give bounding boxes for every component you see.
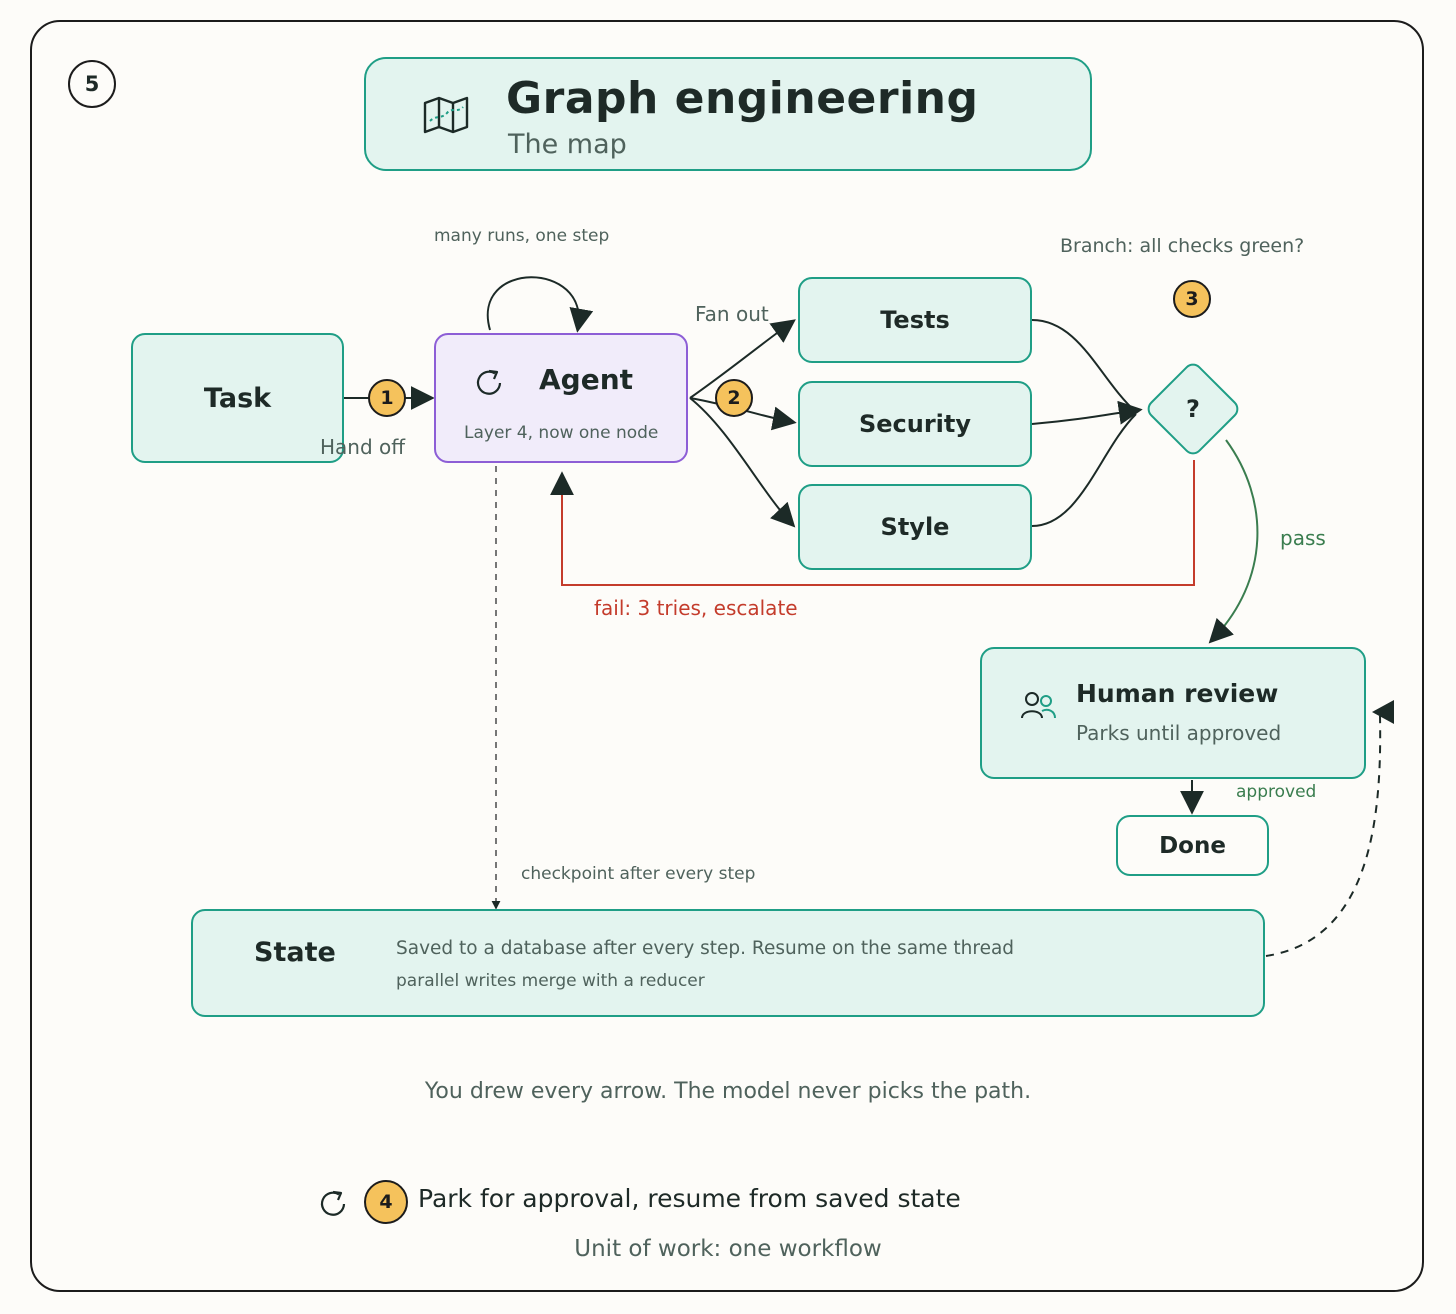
edge-agent-style — [689, 397, 796, 528]
state-line2: parallel writes merge with a reducer — [396, 971, 705, 991]
edge-style-decision — [1031, 413, 1137, 527]
caption: You drew every arrow. The model never pi… — [424, 1079, 1032, 1104]
branch-label: Branch: all checks green? — [1060, 235, 1305, 257]
checkpoint-label: checkpoint after every step — [521, 864, 756, 884]
edge-resume — [1265, 715, 1382, 957]
tests-node: Tests — [798, 277, 1032, 363]
edge-security-decision — [1031, 400, 1143, 425]
edge-agent-tests — [689, 319, 796, 399]
refresh-icon — [472, 365, 508, 405]
fanout-label: Fan out — [695, 302, 769, 326]
title-card: Graph engineering The map — [364, 57, 1092, 171]
handoff-label: Hand off — [320, 435, 406, 459]
state-node: State Saved to a database after every st… — [191, 909, 1265, 1017]
edge-agent-loop — [486, 276, 594, 333]
footer-step-text: Park for approval, resume from saved sta… — [418, 1184, 961, 1213]
badge-4: 4 — [364, 1180, 408, 1224]
resume-arrowhead — [1372, 700, 1394, 724]
security-node: Security — [798, 381, 1032, 467]
badge-2: 2 — [715, 379, 753, 417]
map-icon — [422, 95, 472, 139]
people-icon — [1020, 689, 1058, 725]
pass-label: pass — [1280, 526, 1326, 550]
badge-3: 3 — [1173, 280, 1211, 318]
agent-label: Agent — [539, 363, 634, 396]
human-review-node: Human review Parks until approved — [980, 647, 1366, 779]
badge-1: 1 — [368, 379, 406, 417]
footer-unit: Unit of work: one workflow — [574, 1236, 882, 1262]
style-node: Style — [798, 484, 1032, 570]
decision-label: ? — [1186, 395, 1200, 423]
edge-pass — [1208, 439, 1259, 644]
state-label: State — [254, 937, 336, 968]
approved-label: approved — [1236, 782, 1317, 802]
slide-number: 5 — [68, 60, 116, 108]
human-review-sublabel: Parks until approved — [1076, 721, 1282, 745]
state-line1: Saved to a database after every step. Re… — [396, 938, 1015, 959]
diagram-frame — [30, 20, 1424, 1292]
edge-fail — [550, 460, 1195, 586]
title-heading: Graph engineering — [506, 73, 979, 124]
task-node: Task — [131, 333, 344, 463]
fail-label: fail: 3 tries, escalate — [594, 596, 798, 620]
edge-tests-decision — [1031, 319, 1137, 413]
agent-sublabel: Layer 4, now one node — [464, 423, 659, 443]
loop-label: many runs, one step — [434, 226, 610, 246]
human-review-label: Human review — [1076, 679, 1279, 708]
title-subtitle: The map — [508, 129, 627, 160]
refresh-icon — [316, 1186, 352, 1226]
agent-node: Agent Layer 4, now one node — [434, 333, 688, 463]
done-node: Done — [1116, 815, 1269, 876]
